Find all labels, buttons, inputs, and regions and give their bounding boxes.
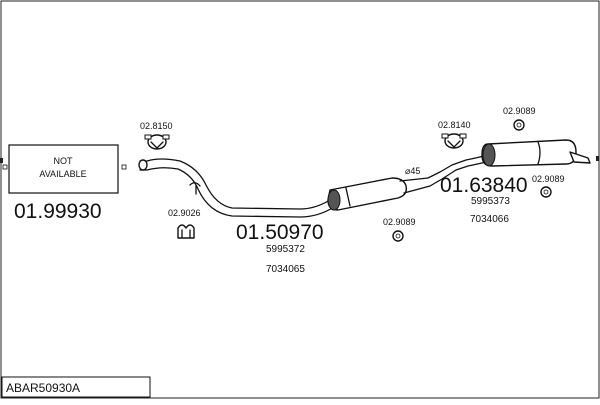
mount-front: 02.9026 (168, 208, 201, 239)
middle-pipe-upper (139, 158, 331, 210)
not-available-line1: NOT (54, 156, 74, 166)
clamp-rear-ring (444, 133, 464, 149)
ring-rear-side-number: 02.9089 (532, 174, 565, 184)
rear-oem-1: 5995373 (471, 196, 510, 207)
clamp-front-ring (147, 134, 167, 150)
middle-silencer-end (327, 189, 341, 211)
clamp-rear-ear-right (459, 133, 467, 139)
rear-oem-2: 7034066 (470, 214, 509, 225)
rear-pipe-lower (455, 161, 487, 171)
mount-front-number: 02.9026 (168, 208, 201, 218)
ring-rear-side: 02.9089 (532, 174, 565, 198)
rear-silencer-body (481, 139, 577, 167)
rear-silencer-seam (537, 141, 541, 165)
middle-pipe-lower (139, 167, 335, 218)
middle-outlet-lower (403, 169, 457, 194)
not-available-line2: AVAILABLE (39, 169, 86, 179)
rear-part-number: 01.63840 (440, 174, 528, 197)
ring-middle-number: 02.9089 (383, 217, 416, 227)
ring-rear-top: 02.9089 (503, 106, 536, 131)
middle-outlet-upper (399, 164, 453, 182)
reference-code: ABAR50930A (6, 381, 80, 395)
frame-marker-right (596, 156, 599, 161)
clamp-rear-number: 02.8140 (438, 120, 471, 130)
clamp-rear-bolt (447, 140, 461, 148)
mount-front-body (177, 224, 195, 239)
clamp-front-number: 02.8150 (140, 121, 173, 131)
rear-silencer-front-end (482, 143, 496, 167)
reference-code-box (1, 376, 151, 398)
diameter-label: ⌀45 (405, 166, 420, 176)
middle-silencer-seam (345, 187, 351, 207)
box-connector-left (2, 164, 8, 170)
clamp-rear-ear-left (441, 133, 449, 139)
middle-pipe-hanger (189, 182, 201, 187)
middle-section: 01.50970 5995372 7034065 (138, 158, 457, 275)
middle-silencer-body (327, 177, 408, 211)
front-part-number: 01.99930 (14, 200, 102, 223)
rear-section: 01.63840 5995373 7034066 (440, 139, 591, 225)
box-connector-right (121, 164, 127, 170)
clamp-rear: 02.8140 (438, 120, 471, 149)
ring-middle-hole (395, 233, 401, 239)
middle-oem-1: 5995372 (266, 244, 305, 255)
ring-middle: 02.9089 (383, 217, 416, 242)
not-available-box (8, 144, 119, 194)
ring-rear-top-hole (516, 122, 522, 128)
ring-rear-side-hole (543, 189, 549, 195)
frame-marker-left (0, 158, 3, 163)
ring-rear-top-number: 02.9089 (503, 106, 536, 116)
clamp-front-bolt (150, 141, 164, 149)
clamp-front: 02.8150 (140, 121, 173, 150)
middle-pipe-inlet (138, 159, 148, 171)
middle-oem-2: 7034065 (266, 264, 305, 275)
rear-tailpipe (569, 151, 591, 164)
clamp-front-ear-right (162, 134, 170, 140)
clamp-front-ear-left (144, 134, 152, 140)
middle-part-number: 01.50970 (236, 221, 324, 244)
front-section-unavailable: NOT AVAILABLE 01.99930 (2, 144, 127, 223)
